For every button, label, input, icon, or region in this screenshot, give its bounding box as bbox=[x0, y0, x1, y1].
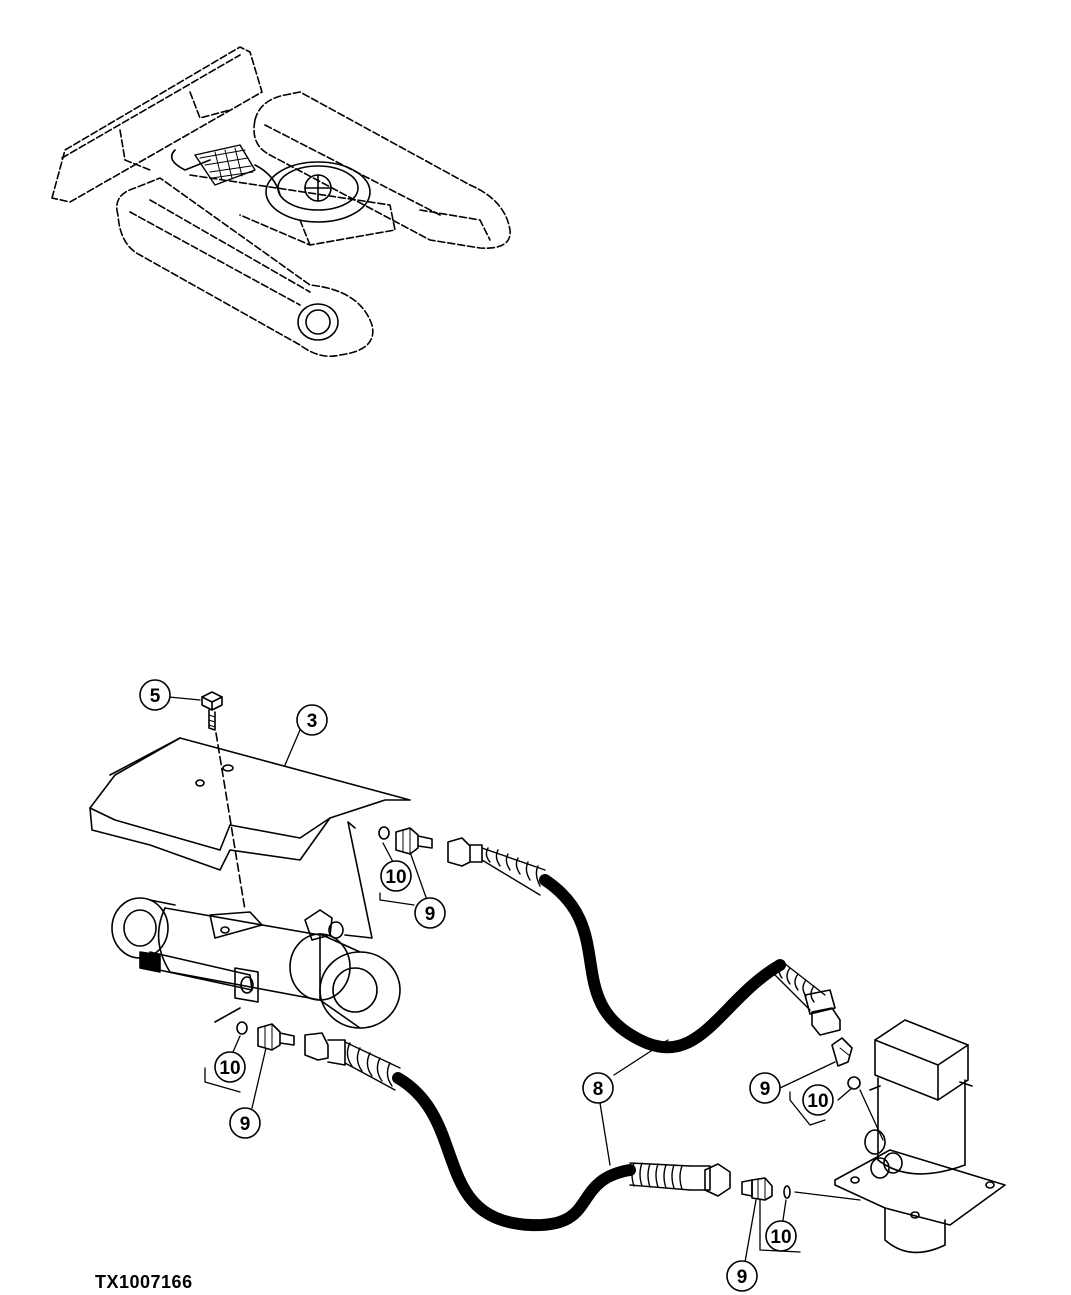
callout-9-lower-label: 9 bbox=[240, 1114, 251, 1135]
hose-upper bbox=[447, 837, 841, 1054]
cylinder-cover bbox=[89, 737, 411, 871]
callout-10-upper-label: 10 bbox=[385, 867, 406, 888]
undercarriage-locator-view bbox=[51, 46, 511, 358]
callout-5-label: 5 bbox=[150, 686, 161, 707]
callout-3: 3 bbox=[296, 704, 328, 736]
callout-9-right-label: 9 bbox=[760, 1079, 771, 1100]
cap-screw bbox=[201, 691, 223, 731]
callout-10-right-label: 10 bbox=[807, 1091, 828, 1112]
callout-9-right: 9 bbox=[749, 1072, 781, 1104]
center-joint bbox=[834, 1019, 1006, 1254]
screw-center-line bbox=[215, 732, 246, 911]
upper-adapter-assembly bbox=[378, 826, 433, 855]
hose-lower bbox=[304, 1032, 731, 1232]
callout-10-lower-label: 10 bbox=[219, 1058, 240, 1079]
callout-10-lower: 10 bbox=[214, 1051, 246, 1083]
lower-adapter-assembly bbox=[236, 1021, 295, 1051]
dozer-cylinder bbox=[111, 897, 401, 1029]
callout-10-bottom: 10 bbox=[765, 1220, 797, 1252]
undercarriage-solid-details bbox=[170, 144, 371, 341]
callout-9-bottom-label: 9 bbox=[737, 1267, 748, 1288]
upper-port-leader bbox=[344, 821, 373, 939]
callout-5: 5 bbox=[139, 679, 171, 711]
lower-right-adapter bbox=[741, 1177, 791, 1201]
callout-9-bottom: 9 bbox=[726, 1260, 758, 1292]
callout-3-label: 3 bbox=[307, 711, 318, 732]
figure-id: TX1007166 bbox=[95, 1272, 193, 1292]
elbow-fitting bbox=[831, 1037, 861, 1090]
callout-8: 8 bbox=[582, 1072, 614, 1104]
lower-port-leader bbox=[214, 1007, 241, 1023]
callout-9-lower: 9 bbox=[229, 1107, 261, 1139]
callout-10-right: 10 bbox=[802, 1084, 834, 1116]
callout-leaders bbox=[168, 696, 884, 1263]
callout-9-upper-label: 9 bbox=[425, 904, 436, 925]
callout-10-upper: 10 bbox=[380, 860, 412, 892]
callout-9-upper: 9 bbox=[414, 897, 446, 929]
callout-8-label: 8 bbox=[593, 1079, 604, 1100]
callout-10-bottom-label: 10 bbox=[770, 1227, 791, 1248]
